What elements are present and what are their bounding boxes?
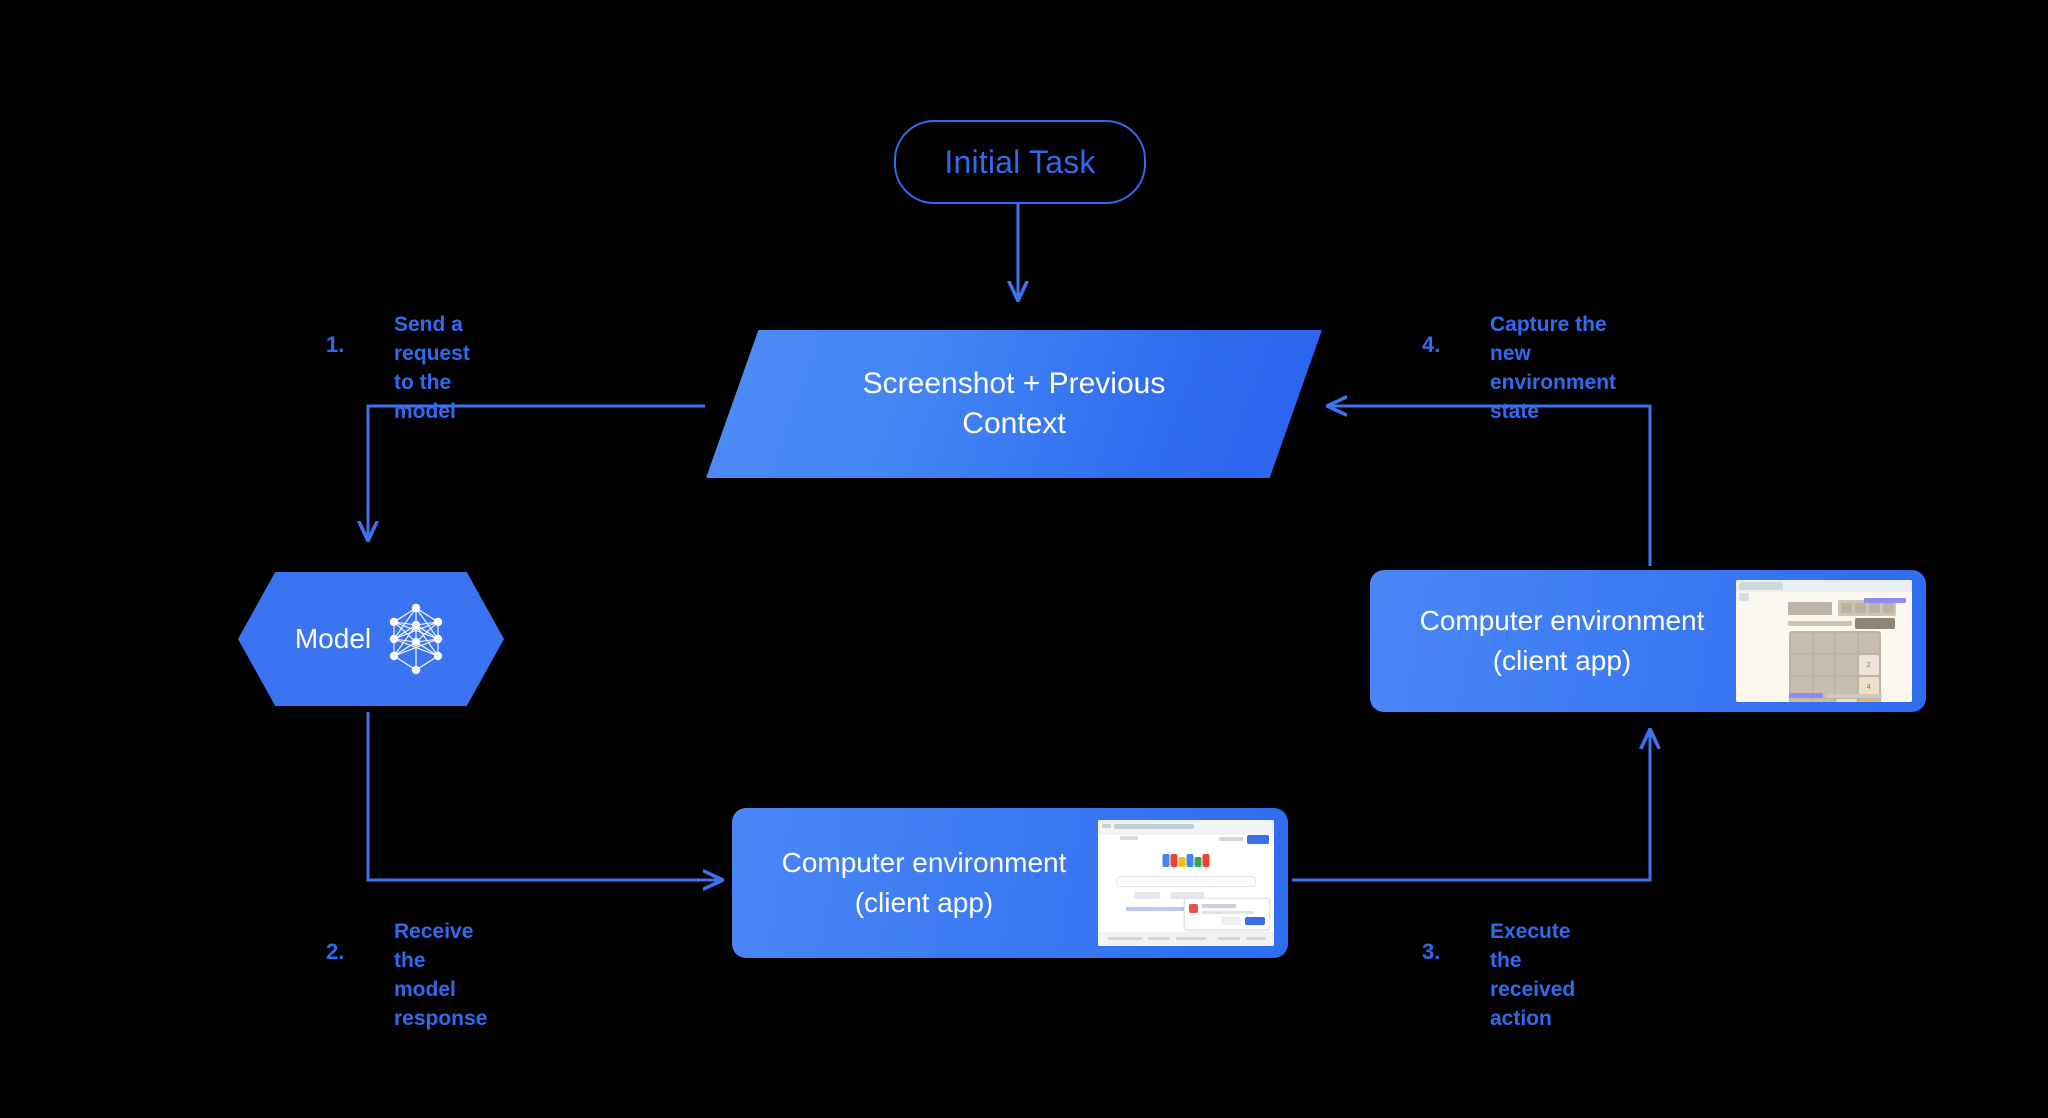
env-right-line1: Computer environment	[1419, 605, 1705, 636]
page-footer	[1098, 932, 1274, 946]
language-links	[1126, 907, 1222, 911]
initial-task-node[interactable]: Initial Task	[894, 120, 1146, 204]
dialog-icon	[1189, 904, 1198, 913]
tile	[1791, 677, 1812, 697]
tile: 4	[1858, 677, 1879, 697]
tile	[1791, 699, 1812, 702]
model-node-label: Model	[294, 623, 372, 654]
step-2-number: 2.	[326, 939, 345, 964]
step-3-text: Execute the received action	[1490, 920, 1576, 1030]
env-right-node[interactable]: Computer environment (client app) 2 4	[1370, 570, 1926, 712]
tile	[1813, 633, 1834, 653]
game-grid: 2 4 48	[1789, 631, 1881, 702]
score-box	[1838, 600, 1896, 616]
model-node-shape	[238, 572, 504, 706]
tile: 4	[1836, 699, 1857, 702]
neural-network-icon	[389, 603, 443, 675]
step-1-number: 1.	[326, 332, 345, 357]
search-input	[1116, 876, 1256, 887]
tile: 2	[1858, 655, 1879, 675]
context-node[interactable]: Screenshot + Previous Context	[706, 330, 1322, 478]
env-right-label: Computer environment (client app)	[1370, 601, 1736, 681]
initial-task-label: Initial Task	[944, 143, 1096, 180]
wire-bottom-env-to-right-env	[1292, 730, 1650, 882]
tile	[1791, 633, 1812, 653]
tile	[1836, 677, 1857, 697]
google-logo-icon	[1162, 854, 1210, 867]
dialog-cancel-button	[1221, 917, 1241, 925]
dialog-body	[1202, 911, 1254, 914]
browser-address-bar	[1739, 593, 1749, 601]
game-2048-screenshot: 2 4 48	[1736, 580, 1912, 702]
game-title	[1788, 602, 1832, 615]
search-button	[1134, 892, 1160, 899]
sign-in-button	[1247, 835, 1269, 844]
google-search-screenshot	[1098, 820, 1274, 946]
browser-subtitle	[1120, 836, 1138, 840]
env-bottom-label: Computer environment (client app)	[732, 843, 1098, 923]
context-node-line2: Context	[962, 407, 1066, 440]
wire-right-env-to-context	[1328, 406, 1652, 566]
browser-address-bar	[1114, 824, 1194, 829]
header-links	[1864, 598, 1906, 603]
tile	[1836, 655, 1857, 675]
context-node-line1: Screenshot + Previous	[862, 367, 1166, 400]
step-4-number: 4.	[1422, 332, 1441, 357]
consent-dialog	[1184, 898, 1270, 930]
step-1-text: Send a request to the model	[394, 313, 470, 423]
model-node[interactable]: Model	[238, 572, 504, 706]
new-game-button	[1855, 618, 1895, 629]
header-links	[1219, 837, 1243, 841]
wire-model-to-bottom-env	[366, 712, 722, 880]
browser-tab	[1739, 582, 1783, 590]
step-4-text: Capture the new environment state	[1490, 313, 1617, 423]
game-subtitle	[1788, 621, 1852, 626]
env-bottom-line2: (client app)	[854, 887, 994, 918]
tile	[1836, 633, 1857, 653]
env-bottom-line1: Computer environment	[781, 847, 1067, 878]
env-right-thumbnail: 2 4 48	[1736, 580, 1912, 702]
tile	[1813, 699, 1834, 702]
step-2-text: Receive the model response	[394, 920, 488, 1030]
footer-text	[1826, 694, 1882, 698]
lucky-button	[1170, 892, 1204, 899]
wire-context-to-model	[368, 404, 705, 540]
browser-nav-buttons	[1102, 824, 1111, 828]
tile: 8	[1858, 699, 1879, 702]
env-bottom-thumbnail	[1098, 820, 1274, 946]
context-node-shape	[706, 330, 1322, 478]
tile	[1813, 677, 1834, 697]
context-node-label: Screenshot + Previous Context	[706, 330, 1322, 478]
tile	[1858, 633, 1879, 653]
dialog-confirm-button	[1245, 917, 1265, 925]
env-bottom-node[interactable]: Computer environment (client app)	[732, 808, 1288, 958]
footer-link	[1789, 693, 1823, 698]
dialog-title	[1202, 904, 1236, 908]
tile	[1791, 655, 1812, 675]
model-node-content: Model	[238, 572, 504, 706]
tile	[1813, 655, 1834, 675]
step-3-number: 3.	[1422, 939, 1441, 964]
env-right-line2: (client app)	[1492, 645, 1632, 676]
